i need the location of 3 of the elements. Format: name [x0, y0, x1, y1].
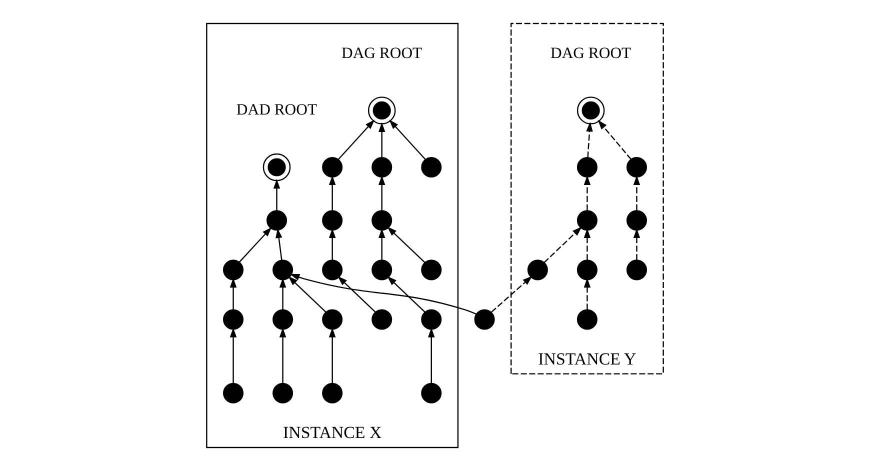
node-label: DAD ROOT — [236, 101, 318, 118]
node-label: DAG ROOT — [550, 44, 632, 62]
node-label: DAG ROOT — [342, 44, 422, 62]
